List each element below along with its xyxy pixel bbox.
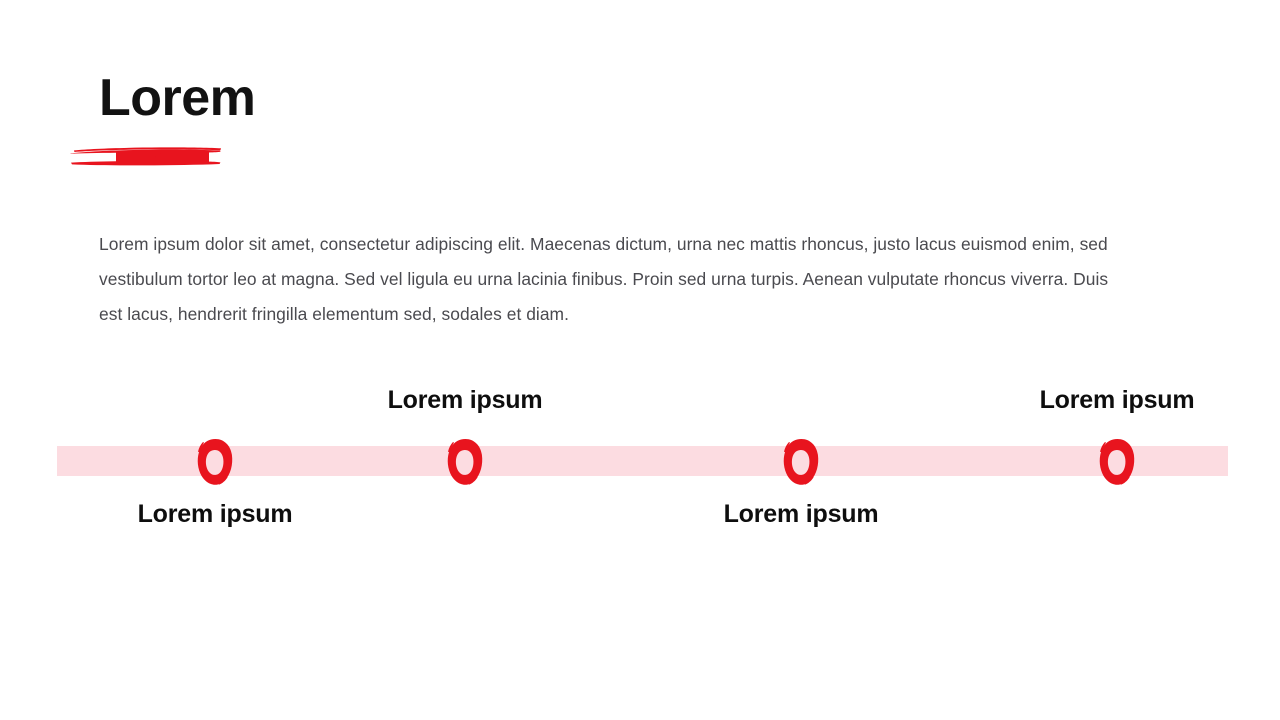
- timeline-milestone-label: Lorem ipsum: [137, 500, 293, 528]
- brush-ring-marker-icon[interactable]: [778, 438, 824, 486]
- timeline-milestone-label: Lorem ipsum: [1039, 386, 1195, 414]
- timeline-milestone-label: Lorem ipsum: [387, 386, 543, 414]
- page-title: Lorem: [99, 69, 256, 127]
- brush-ring-marker-icon[interactable]: [442, 438, 488, 486]
- timeline-track: [57, 446, 1228, 476]
- brush-ring-marker-icon[interactable]: [192, 438, 238, 486]
- timeline: Lorem ipsum Lorem ipsum Lo: [0, 370, 1280, 550]
- body-paragraph: Lorem ipsum dolor sit amet, consectetur …: [99, 234, 1109, 325]
- red-brush-stroke-icon: [68, 142, 226, 172]
- brush-ring-marker-icon[interactable]: [1094, 438, 1140, 486]
- timeline-milestone-label: Lorem ipsum: [723, 500, 879, 528]
